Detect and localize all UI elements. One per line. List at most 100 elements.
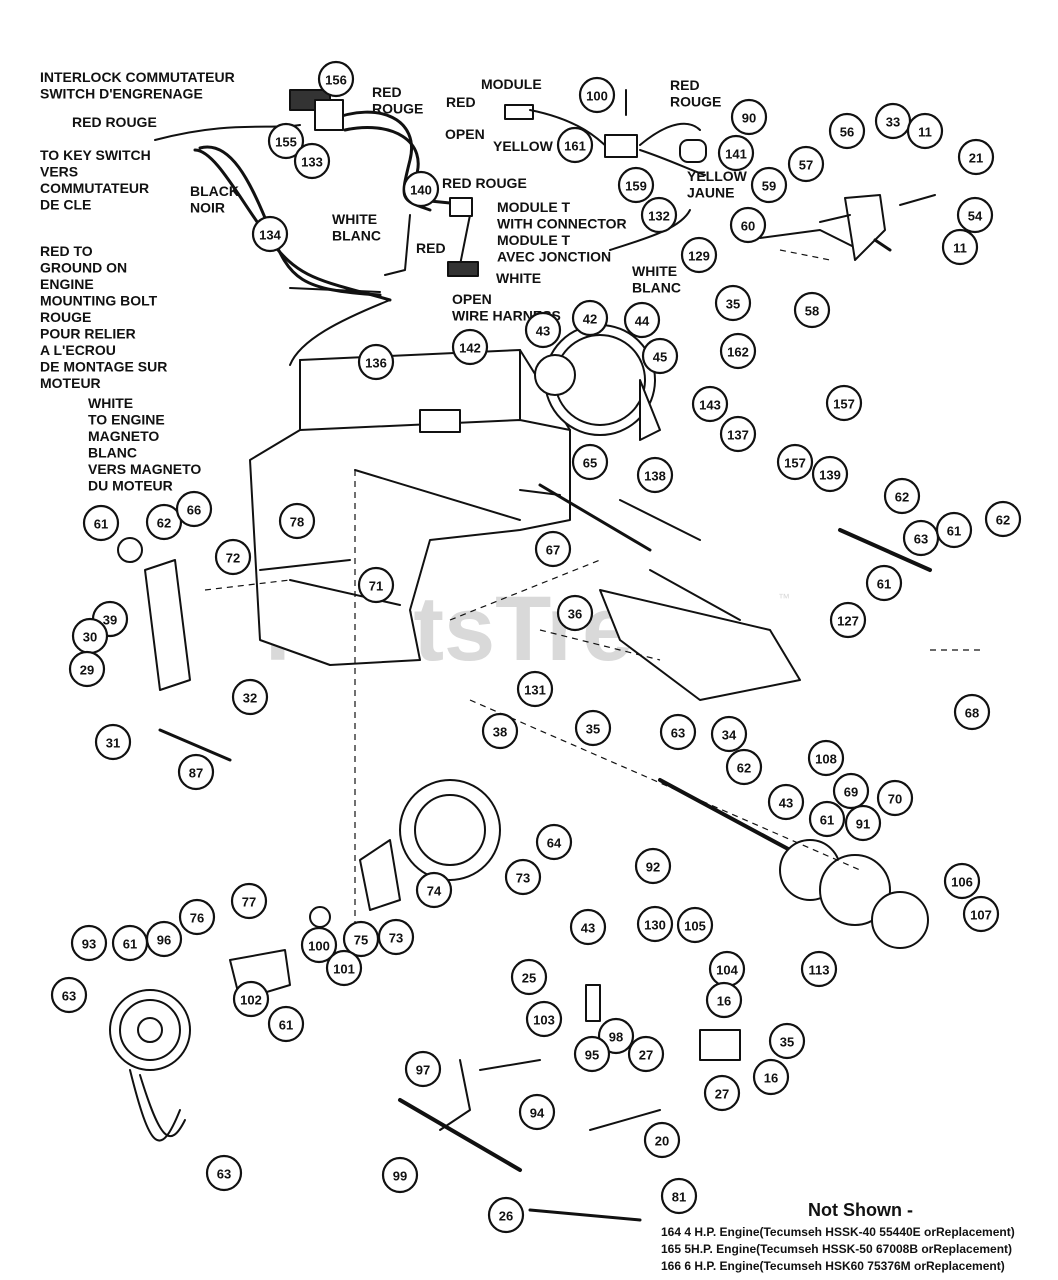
callout-number: 61 — [94, 517, 108, 532]
callout-63: 63 — [205, 1154, 243, 1192]
callout-101: 101 — [325, 949, 363, 987]
callout-16: 16 — [752, 1058, 790, 1096]
callout-circle — [278, 502, 316, 540]
label-line: WHITE — [332, 211, 377, 227]
callout-99: 99 — [381, 1156, 419, 1194]
callout-circle — [776, 443, 814, 481]
callout-circle — [357, 343, 395, 381]
callout-circle — [719, 332, 757, 370]
callout-42: 42 — [571, 299, 609, 337]
callout-circle — [808, 800, 846, 838]
callout-35: 35 — [574, 709, 612, 747]
callout-number: 43 — [779, 796, 793, 811]
callout-number: 75 — [354, 933, 368, 948]
callout-circle — [50, 976, 88, 1014]
callout-68: 68 — [953, 693, 991, 731]
label-module-red: RED — [446, 94, 476, 110]
callout-circle — [510, 958, 548, 996]
callout-number: 30 — [83, 630, 97, 645]
label-line: COMMUTATEUR — [40, 180, 149, 196]
callout-circle — [865, 564, 903, 602]
callout-circle — [811, 455, 849, 493]
callout-number: 70 — [888, 792, 902, 807]
callout-63: 63 — [902, 519, 940, 557]
callout-87: 87 — [177, 753, 215, 791]
label-line: A L'ECROU — [40, 342, 116, 358]
callout-circle — [825, 384, 863, 422]
callout-57: 57 — [787, 145, 825, 183]
callout-number: 56 — [840, 125, 854, 140]
callout-number: 29 — [80, 663, 94, 678]
callout-circle — [573, 1035, 611, 1073]
callout-circle — [578, 76, 616, 114]
callout-number: 73 — [516, 871, 530, 886]
callout-circle — [876, 779, 914, 817]
callout-159: 159 — [617, 166, 655, 204]
callout-circle — [487, 1196, 525, 1234]
callout-circle — [145, 503, 183, 541]
callout-circle — [534, 530, 572, 568]
label-module-yellow: YELLOW — [493, 138, 554, 154]
callout-130: 130 — [636, 905, 674, 943]
callout-61: 61 — [865, 564, 903, 602]
callout-11: 11 — [906, 112, 944, 150]
callout-62: 62 — [984, 500, 1022, 538]
callout-number: 20 — [655, 1134, 669, 1149]
callout-circle — [962, 895, 1000, 933]
callout-circle — [317, 60, 355, 98]
callout-circle — [844, 804, 882, 842]
callout-26: 26 — [487, 1196, 525, 1234]
callout-number: 43 — [581, 921, 595, 936]
callout-71: 71 — [357, 566, 395, 604]
callout-circle — [293, 142, 331, 180]
callout-127: 127 — [829, 601, 867, 639]
callout-number: 62 — [737, 761, 751, 776]
callout-90: 90 — [730, 98, 768, 136]
callout-circle — [680, 236, 718, 274]
callout-number: 61 — [877, 577, 891, 592]
callout-circle — [636, 905, 674, 943]
label-line: BLANC — [632, 280, 681, 296]
callout-number: 78 — [290, 515, 304, 530]
label-line: BLACK — [190, 183, 239, 199]
callout-number: 140 — [410, 183, 432, 198]
callout-35: 35 — [768, 1022, 806, 1060]
label-line: MODULE T — [497, 232, 571, 248]
callout-number: 63 — [217, 1167, 231, 1182]
callout-74: 74 — [415, 871, 453, 909]
callout-circle — [597, 1017, 635, 1055]
callout-circle — [525, 1000, 563, 1038]
callout-number: 54 — [968, 209, 983, 224]
callout-circle — [829, 601, 867, 639]
callout-circle — [750, 166, 788, 204]
callout-number: 103 — [533, 1013, 555, 1028]
callout-number: 97 — [416, 1063, 430, 1078]
callout-circle — [504, 858, 542, 896]
callout-157: 157 — [776, 443, 814, 481]
callout-circle — [94, 723, 132, 761]
callout-106: 106 — [943, 862, 981, 900]
callout-141: 141 — [717, 134, 755, 172]
label-line: RED — [372, 84, 402, 100]
callout-number: 71 — [369, 579, 383, 594]
callout-circle — [943, 862, 981, 900]
callout-number: 61 — [947, 524, 961, 539]
callout-circle — [660, 1177, 698, 1215]
callout-number: 102 — [240, 993, 262, 1008]
callout-number: 35 — [586, 722, 600, 737]
callout-circle — [659, 713, 697, 751]
callout-circle — [641, 337, 679, 375]
callout-circle — [752, 1058, 790, 1096]
label-line: MODULE — [481, 76, 542, 92]
callout-number: 132 — [648, 209, 670, 224]
label-white-harness: WHITE — [496, 270, 541, 286]
callout-circle — [381, 1156, 419, 1194]
callout-number: 44 — [635, 314, 650, 329]
callout-circle — [719, 415, 757, 453]
callout-number: 156 — [325, 73, 347, 88]
callout-circle — [82, 504, 120, 542]
